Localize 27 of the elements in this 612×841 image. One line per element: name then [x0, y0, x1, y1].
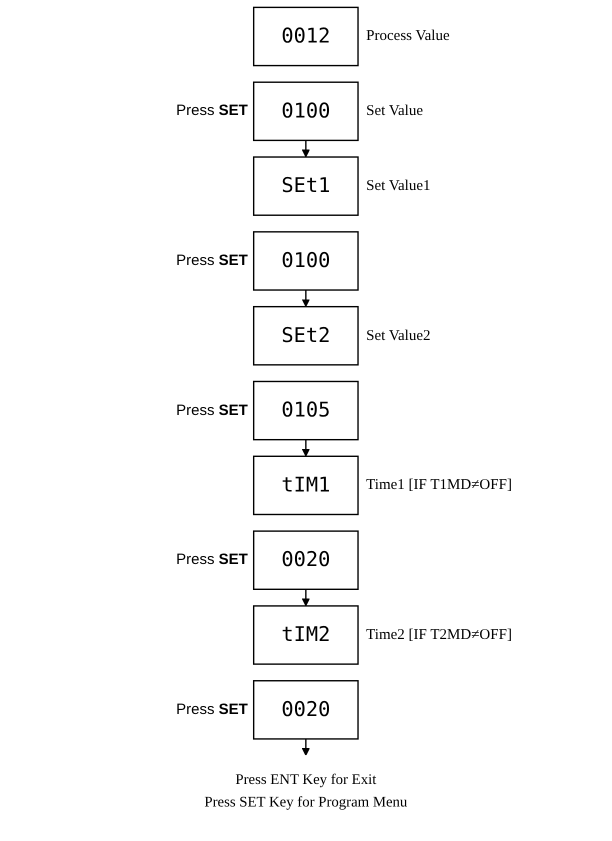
node-box: 0020	[253, 530, 359, 590]
node-box: tIM2	[253, 605, 359, 665]
caption-label: Time2 [IF T2MD≠OFF]	[366, 626, 512, 644]
instruction-label: Press SET	[176, 700, 248, 719]
instruction-label: Press SET	[176, 402, 248, 420]
caption-label: Set Value2	[366, 326, 430, 345]
caption-label: Set Value1	[366, 177, 430, 196]
node-box: tIM1	[253, 456, 359, 516]
instruction-label: Press SET	[176, 551, 248, 570]
node-box: 0020	[253, 680, 359, 740]
instruction-label: Press SET	[176, 102, 248, 120]
arrow	[302, 290, 310, 308]
node-box: SEt1	[253, 156, 359, 216]
node-box: SEt2	[253, 306, 359, 366]
node-box: 0100	[253, 82, 359, 142]
caption-label: Set Value	[366, 102, 423, 120]
node-text: Press ENT Key for Exit Press SET Key for Program Menu	[204, 772, 408, 810]
node-box: 0105	[253, 380, 359, 440]
caption-label: Time1 [IF T1MD≠OFF]	[366, 476, 512, 494]
arrow	[302, 738, 310, 756]
arrow	[302, 140, 310, 158]
arrow	[302, 440, 310, 457]
caption-label: Process Value	[366, 27, 450, 46]
arrow	[302, 589, 310, 606]
node-box: 0100	[253, 231, 359, 291]
node-box: 0012	[253, 6, 359, 66]
instruction-label: Press SET	[176, 252, 248, 270]
